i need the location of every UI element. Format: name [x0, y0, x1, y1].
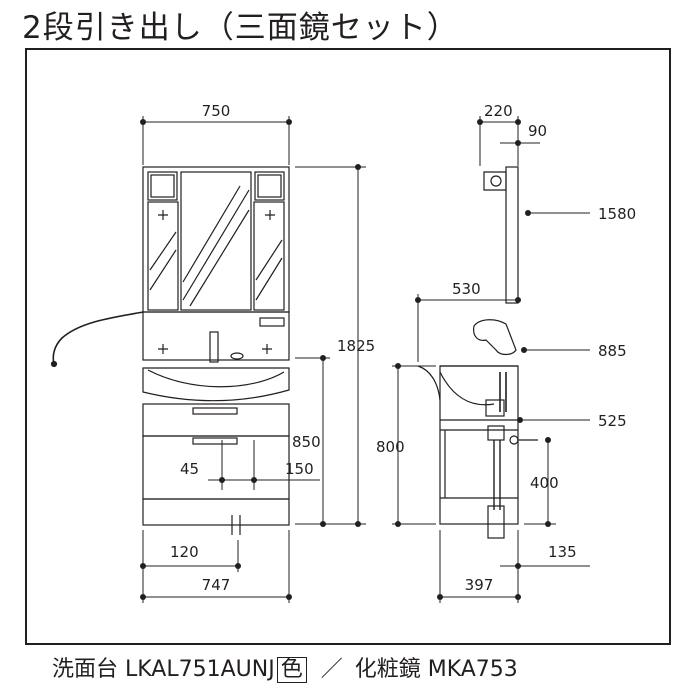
- dim-offset-b: 150: [285, 460, 314, 478]
- dim-drain-height: 400: [530, 474, 559, 492]
- front-dimension-labels: 750 1825 850 45 150 120 747: [170, 102, 375, 594]
- upper-drawer: [142, 403, 290, 437]
- base-cabinet: [142, 498, 290, 526]
- side-faucet: [473, 319, 517, 356]
- dim-width-top: 750: [202, 102, 231, 120]
- dim-faucet-height: 885: [598, 342, 627, 360]
- dim-offset-a: 45: [180, 460, 199, 478]
- dim-base-depth: 397: [465, 576, 494, 594]
- faucet: [209, 331, 219, 363]
- dim-bowl-depth: 530: [452, 280, 481, 298]
- side-dimensions: [392, 116, 590, 603]
- front-dimensions: [140, 116, 366, 603]
- dim-drain-depth: 135: [548, 543, 577, 561]
- side-dimension-labels: 220 90 1580 530 885 800 525 400 135 397: [376, 102, 636, 594]
- dim-counter-height-side: 800: [376, 438, 405, 456]
- side-mirror-panel: [505, 166, 519, 304]
- dim-counter-height: 850: [292, 433, 321, 451]
- mirror-cabinet: [142, 166, 290, 313]
- side-cabinet: [439, 365, 519, 525]
- dim-mirror-height: 1580: [598, 205, 636, 223]
- mirror-label: 化粧鏡 MKA753: [354, 657, 518, 682]
- wash-bowl: [142, 367, 290, 402]
- dim-drain-offset: 120: [170, 543, 199, 561]
- center-mirror: [180, 171, 252, 311]
- dim-mirror-depth: 220: [484, 102, 513, 120]
- page-title: 2段引き出し（三面鏡セット）: [22, 10, 459, 46]
- product-label: 洗面台 LKAL751AUNJ: [52, 657, 275, 682]
- drawing-frame: [25, 48, 671, 645]
- dim-width-bottom: 747: [202, 576, 231, 594]
- front-view: [50, 166, 290, 535]
- side-view: [417, 166, 538, 539]
- separator: ／: [320, 657, 343, 682]
- dim-pipe-height: 525: [598, 412, 627, 430]
- color-box: 色: [276, 657, 307, 683]
- lower-drawer: [142, 435, 290, 500]
- dim-mirror-depth-small: 90: [528, 122, 547, 140]
- dim-total-height: 1825: [337, 337, 375, 355]
